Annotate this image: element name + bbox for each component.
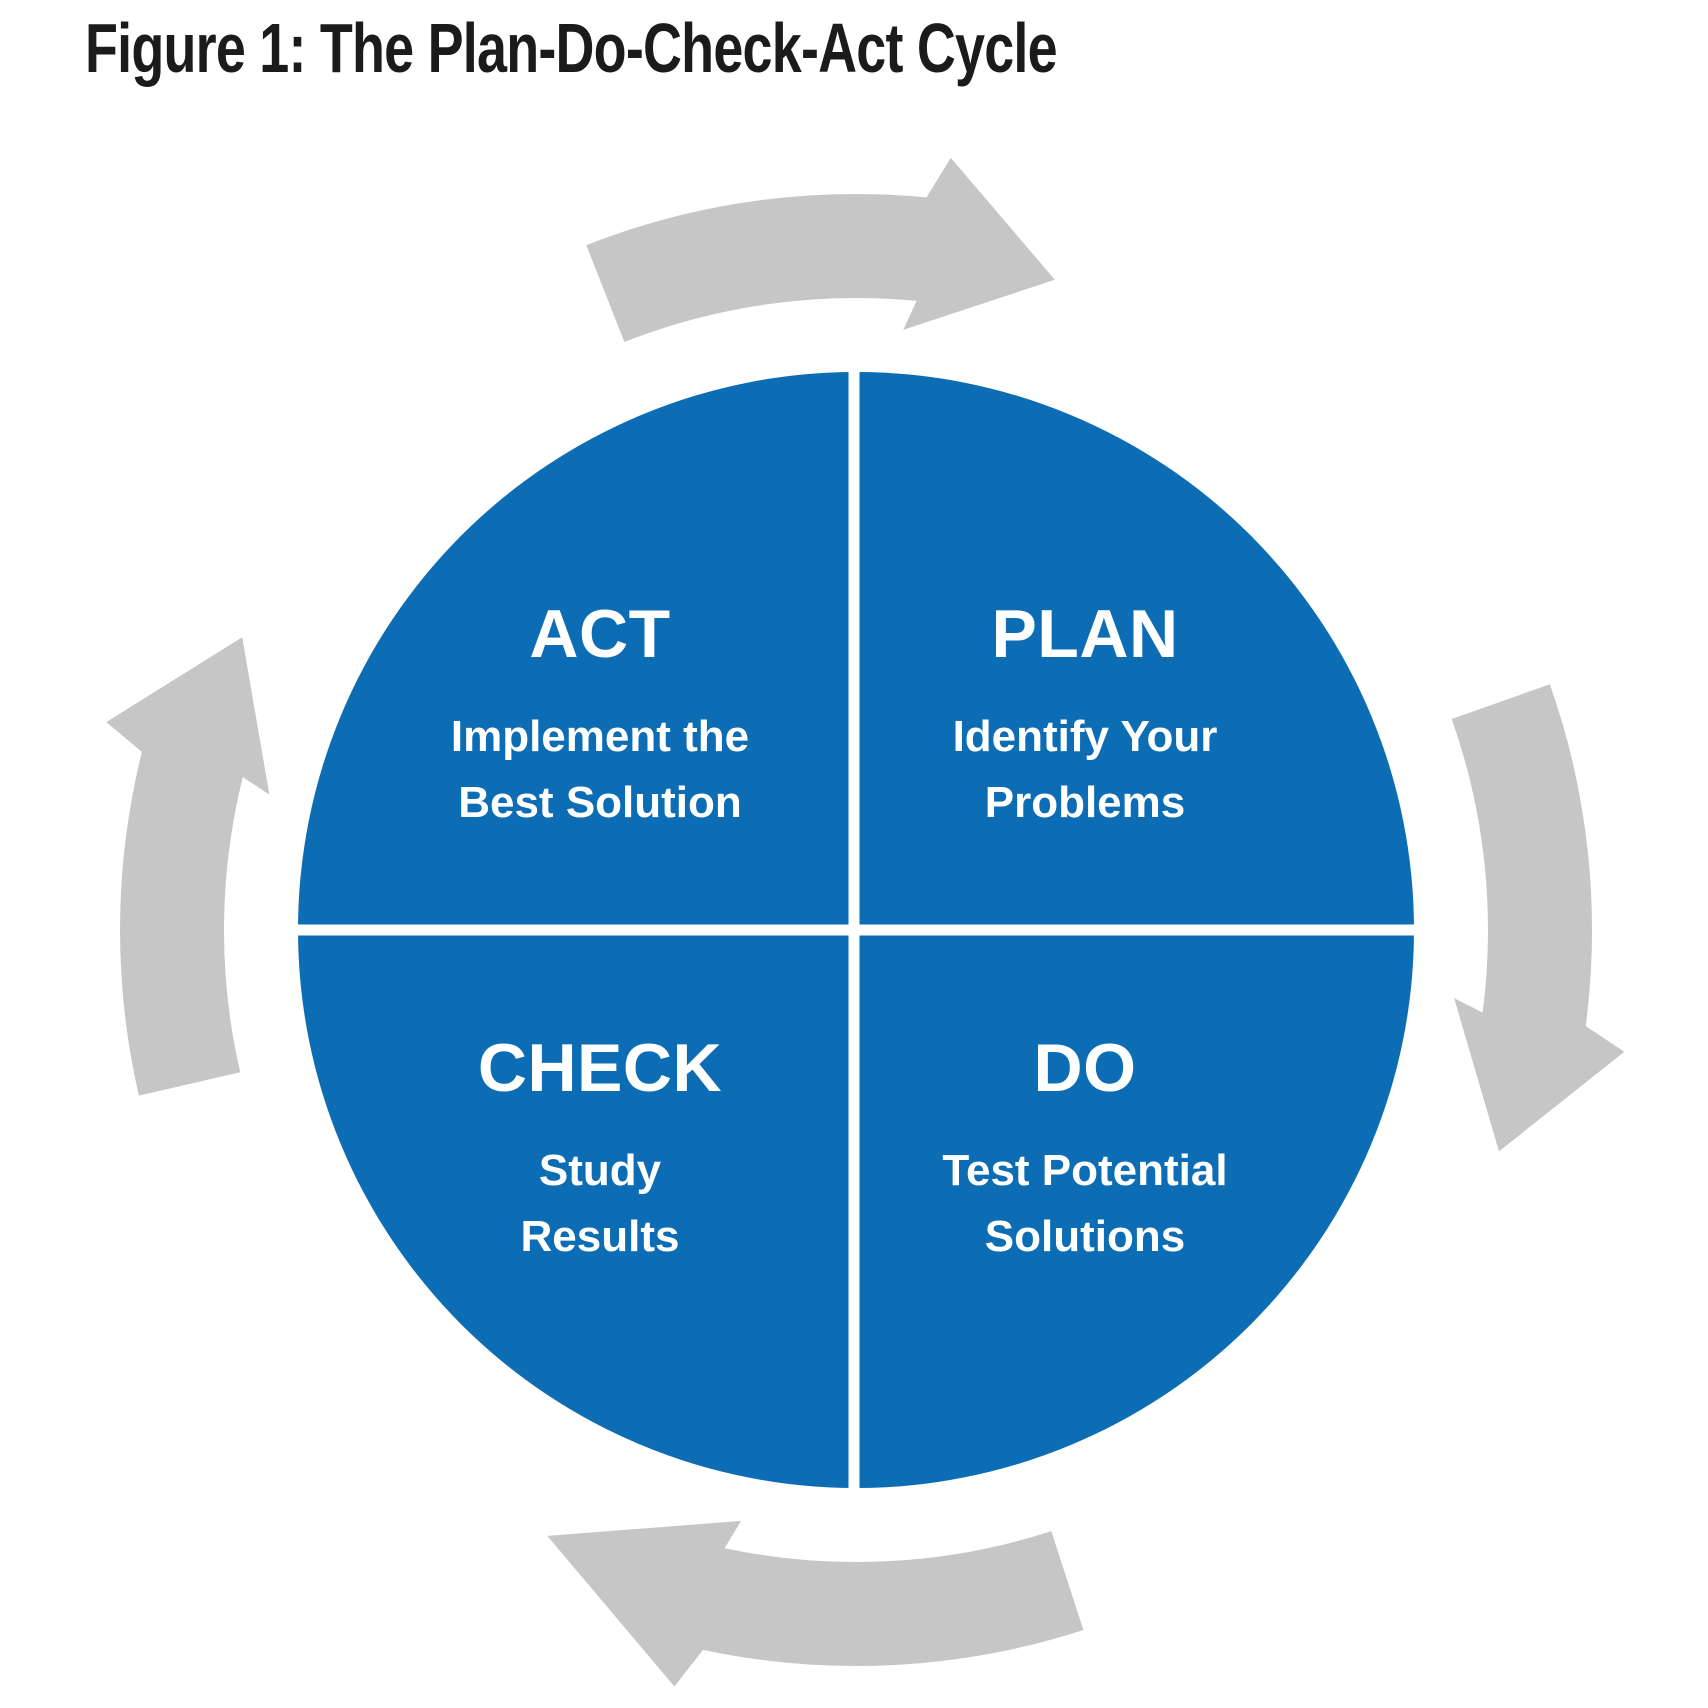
quadrant-do-label: DO [1033, 1030, 1137, 1106]
quadrant-check: CHECK Study Results [320, 1034, 880, 1270]
quadrant-check-subtitle-line1: Study [538, 1146, 662, 1195]
quadrant-plan-subtitle-line1: Identify Your [952, 712, 1218, 761]
quadrant-do-subtitle-line1: Test Potential [942, 1146, 1228, 1195]
quadrant-act-subtitle: Implement the Best Solution [320, 704, 880, 836]
quadrant-plan-subtitle-line2: Problems [984, 778, 1186, 827]
quadrant-check-label: CHECK [477, 1030, 723, 1106]
figure-title: Figure 1: The Plan-Do-Check-Act Cycle [85, 9, 1058, 87]
quadrant-plan-subtitle: Identify Your Problems [805, 704, 1365, 836]
cycle-arrow-bottom-icon [547, 1520, 1084, 1687]
cycle-arrow-left-icon [106, 637, 270, 1096]
quadrant-act: ACT Implement the Best Solution [320, 600, 880, 836]
quadrant-do: DO Test Potential Solutions [805, 1034, 1365, 1270]
cycle-arrow-right-icon [1451, 684, 1625, 1152]
quadrant-plan-label: PLAN [991, 596, 1179, 672]
quadrant-do-subtitle: Test Potential Solutions [805, 1138, 1365, 1270]
quadrant-plan: PLAN Identify Your Problems [805, 600, 1365, 836]
quadrant-do-subtitle-line2: Solutions [984, 1212, 1186, 1261]
quadrant-act-subtitle-line1: Implement the [450, 712, 750, 761]
quadrant-check-subtitle: Study Results [320, 1138, 880, 1270]
cycle-arrow-top-icon [586, 157, 1055, 342]
quadrant-check-subtitle-line2: Results [520, 1212, 680, 1261]
quadrant-act-subtitle-line2: Best Solution [458, 778, 742, 827]
quadrant-act-label: ACT [529, 596, 671, 672]
